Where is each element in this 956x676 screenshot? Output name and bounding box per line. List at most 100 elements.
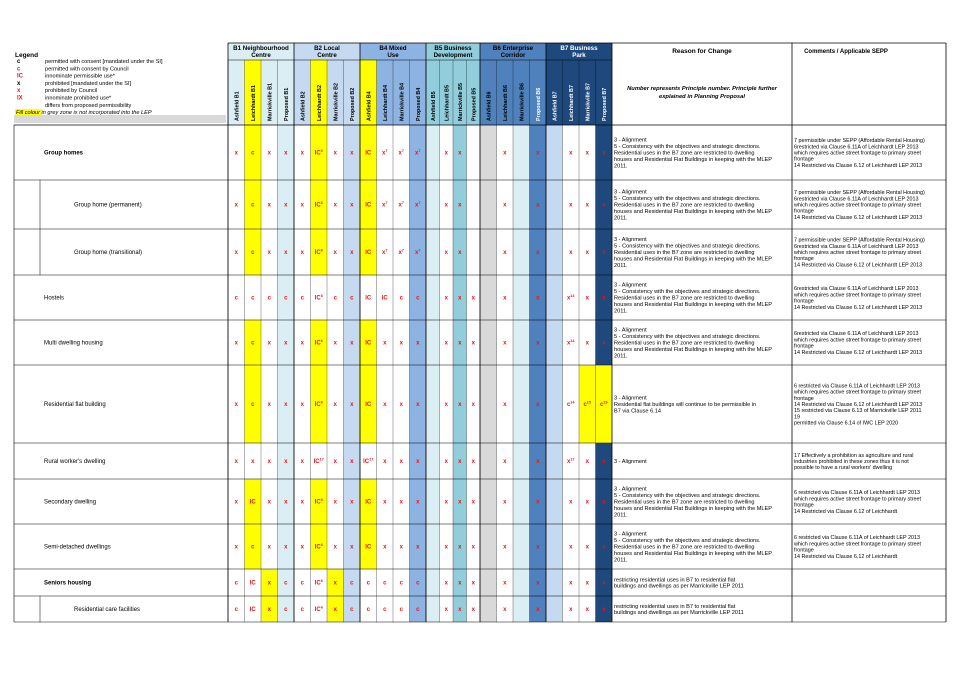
- permissibility-cell: x: [334, 402, 338, 408]
- permissibility-cell: x: [503, 341, 507, 347]
- comment-line: 6 restricted via Clause 6.11A of Leichha…: [794, 535, 920, 541]
- comment-line: 7 permissible under SEPP (Affordable Ren…: [794, 190, 925, 196]
- permissibility-cell: IC: [382, 296, 389, 302]
- reason-line: houses and Residential Flat Buildings in…: [614, 506, 772, 512]
- permissibility-cell: x: [472, 402, 476, 408]
- zone-header-line: Use: [387, 52, 399, 59]
- column-header: Proposed B7: [602, 88, 608, 121]
- zone-header-line: B5 Business: [434, 45, 472, 52]
- permissibility-cell: x: [301, 545, 305, 551]
- cell-fill: [327, 596, 344, 622]
- permissibility-cell: IC6: [315, 201, 323, 209]
- cell-code: x: [284, 151, 288, 157]
- cell-code: x: [334, 545, 338, 551]
- permissibility-cell: c: [251, 545, 255, 551]
- permissibility-cell: c: [235, 607, 239, 613]
- zone-header-line: Park: [572, 52, 586, 59]
- reason-line: 2011.: [614, 308, 628, 314]
- permissibility-cell: x: [503, 402, 507, 408]
- column-header: Proposed B1: [284, 88, 290, 121]
- reason-line: houses and Residential Flat Buildings in…: [614, 347, 772, 353]
- cell-code: x: [382, 151, 386, 157]
- cell-code: x: [569, 607, 573, 613]
- permissibility-cell: x: [350, 500, 354, 506]
- zone-header-line: B4 Mixed: [379, 45, 406, 52]
- comment-text: 6restricted via Clause 6.11A of Leichhar…: [793, 331, 922, 356]
- reason-header: Reason for Change: [672, 48, 732, 55]
- cell-code: c: [350, 581, 354, 587]
- legend-title: Legend: [15, 52, 38, 59]
- permissibility-cell: x: [602, 607, 606, 613]
- column-header: Leichhardt B2: [317, 85, 323, 121]
- comment-line: which requires active street frontage to…: [793, 496, 922, 502]
- comment-line: 14 Restricted via Clause 6.12 of Leichha…: [794, 262, 922, 268]
- cell-code: IC: [315, 500, 322, 506]
- cell-code: x: [301, 250, 305, 256]
- permissibility-cell: x: [334, 581, 338, 587]
- permissibility-cell: x: [416, 500, 420, 506]
- cell-footnote: 7: [385, 201, 387, 205]
- permissibility-cell: x: [350, 151, 354, 157]
- permissibility-cell: IC: [365, 402, 372, 408]
- legend-text: innominate prohibited use*: [45, 96, 112, 102]
- cell-code: x: [445, 545, 449, 551]
- permissibility-cell: c: [383, 581, 387, 587]
- permissibility-cell: x: [268, 607, 272, 613]
- permissibility-cell: x: [400, 545, 404, 551]
- cell-code: x: [383, 500, 387, 506]
- cell-code: x: [416, 402, 420, 408]
- cell-code: x: [334, 459, 338, 465]
- cell-code: x: [445, 500, 449, 506]
- reason-text: restricting residential uses in B7 to re…: [614, 604, 744, 616]
- permissibility-cell: x: [586, 151, 590, 157]
- permissibility-cell: IC: [365, 151, 372, 157]
- reason-line: houses and Residential Flat Buildings in…: [614, 209, 772, 215]
- permissibility-cell: c: [367, 607, 371, 613]
- permissibility-cell: x: [416, 459, 420, 465]
- permissibility-cell: x7: [399, 201, 404, 209]
- permissibility-cell: c: [268, 296, 272, 302]
- permissibility-cell: c: [251, 402, 255, 408]
- permissibility-cell: x: [536, 402, 540, 408]
- cell-code: x: [445, 581, 449, 587]
- comments-header: Comments / Applicable SEPP: [804, 49, 888, 55]
- cell-code: x: [536, 545, 540, 551]
- reason-line: Residential uses in the B7 zone are rest…: [614, 296, 755, 302]
- cell-code: x: [350, 203, 354, 209]
- cell-footnote: 7: [385, 149, 387, 153]
- cell-code: c: [400, 296, 404, 302]
- cell-footnote: 6: [321, 294, 323, 298]
- cell-code: x: [569, 581, 573, 587]
- comment-line: frontage: [794, 256, 814, 262]
- permissibility-cell: x: [458, 581, 462, 587]
- cell-code: c: [383, 607, 387, 613]
- reason-text: restricting residential uses in B7 to re…: [614, 577, 744, 589]
- comment-line: 14 Restricted via Clause 6.12 of Leichha…: [794, 554, 898, 560]
- cell-code: x: [301, 151, 305, 157]
- cell-code: x: [268, 545, 272, 551]
- column-fill: [409, 125, 426, 622]
- cell-code: x: [472, 581, 476, 587]
- cell-code: x: [602, 500, 606, 506]
- comment-line: 14 Restricted via Clause 6.12 of Leichha…: [794, 509, 898, 515]
- column-header: Leichhardt B5: [444, 85, 450, 121]
- cell-fill: [310, 596, 327, 622]
- permissibility-cell: x: [416, 545, 420, 551]
- reason-line: 5 - Consistency with the objectives and …: [614, 334, 761, 340]
- reason-line: Residential uses in the B7 zone are rest…: [614, 500, 755, 506]
- cell-code: x: [586, 151, 590, 157]
- table-grid: [13, 42, 947, 623]
- cell-code: c: [284, 296, 288, 302]
- cell-code: c: [251, 402, 255, 408]
- permissibility-cell: x: [536, 581, 540, 587]
- cell-code: x: [399, 151, 403, 157]
- cell-code: x: [602, 341, 606, 347]
- cell-code: c: [301, 607, 305, 613]
- row-label: Rural worker's dwelling: [44, 459, 106, 465]
- permissibility-cell: x: [503, 296, 507, 302]
- reason-line: Residential flat buildings will continue…: [614, 402, 756, 408]
